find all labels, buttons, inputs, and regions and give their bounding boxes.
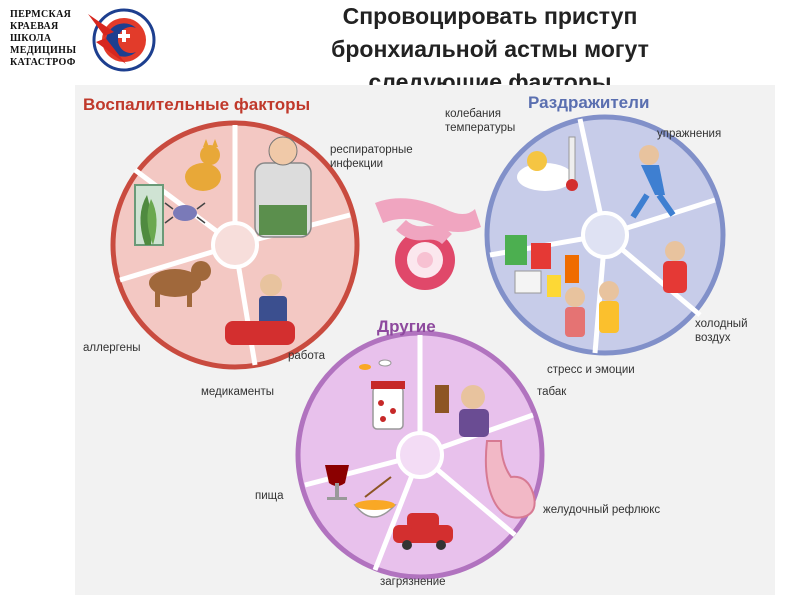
dog-icon (149, 261, 211, 307)
label-respiratory-infections: респираторные инфекции (330, 144, 413, 170)
label-exercise: упражнения (657, 128, 722, 140)
arguing-people-icon (565, 281, 619, 337)
label-tobacco: табак (537, 386, 567, 398)
bronchus-icon (375, 198, 481, 290)
logo-text-line: КАТАСТРОФ (10, 57, 76, 68)
thermometer-icon (517, 136, 578, 191)
label-reflux: желудочный рефлюкс (543, 504, 661, 516)
label-stress: стресс и эмоции (547, 364, 635, 376)
asthma-factors-diagram: Воспалительные факторы Раздражители Друг… (75, 85, 775, 595)
food-bowl-icon (353, 476, 397, 518)
label-allergens: аллергены (83, 342, 141, 354)
slide-title: Спровоцировать приступ бронхиальной астм… (220, 0, 760, 88)
dust-mite-icon (164, 202, 206, 224)
wine-glass-icon (325, 465, 349, 500)
group-title-inflammatory: Воспалительные факторы (83, 95, 311, 114)
worker-icon (225, 274, 295, 345)
winter-person-icon (663, 241, 687, 293)
title-line-1: Спровоцировать приступ (342, 3, 638, 29)
diagram-graphics (75, 85, 775, 595)
smoker-icon (435, 385, 489, 437)
label-work: работа (288, 350, 326, 362)
label-pollution: загрязнение (380, 576, 446, 588)
logo-text-line: ПЕРМСКАЯ (10, 9, 72, 20)
inflammatory-wheel (110, 120, 360, 370)
group-title-other: Другие (377, 317, 436, 336)
label-cold-air: холодный воздух (695, 318, 748, 344)
group-title-irritants: Раздражители (528, 93, 650, 112)
sick-person-icon (254, 136, 312, 238)
cat-icon (185, 139, 221, 191)
houseplant-icon (134, 184, 164, 246)
logo-text-line: ШКОЛА (10, 33, 52, 44)
runner-icon (630, 145, 676, 219)
logo-text-line: КРАЕВАЯ (10, 21, 59, 32)
label-temperature: колебания температуры (445, 108, 516, 134)
irritants-wheel (484, 114, 726, 356)
title-line-2: бронхиальной астмы могут (331, 36, 649, 62)
label-food: пища (255, 490, 284, 502)
other-wheel (295, 330, 545, 580)
logo-text-line: МЕДИЦИНЫ (10, 45, 77, 56)
title-line-3: следующие факторы (368, 69, 612, 88)
stomach-icon (484, 440, 536, 519)
label-medicines: медикаменты (201, 386, 275, 398)
car-icon (393, 513, 453, 550)
pill-bottle-icon (359, 359, 405, 430)
medical-cross-emblem-icon (88, 8, 156, 72)
logo-block: ПЕРМСКАЯ КРАЕВАЯ ШКОЛА МЕДИЦИНЫ КАТАСТРО… (6, 4, 166, 74)
paint-cans-icon (505, 235, 579, 297)
